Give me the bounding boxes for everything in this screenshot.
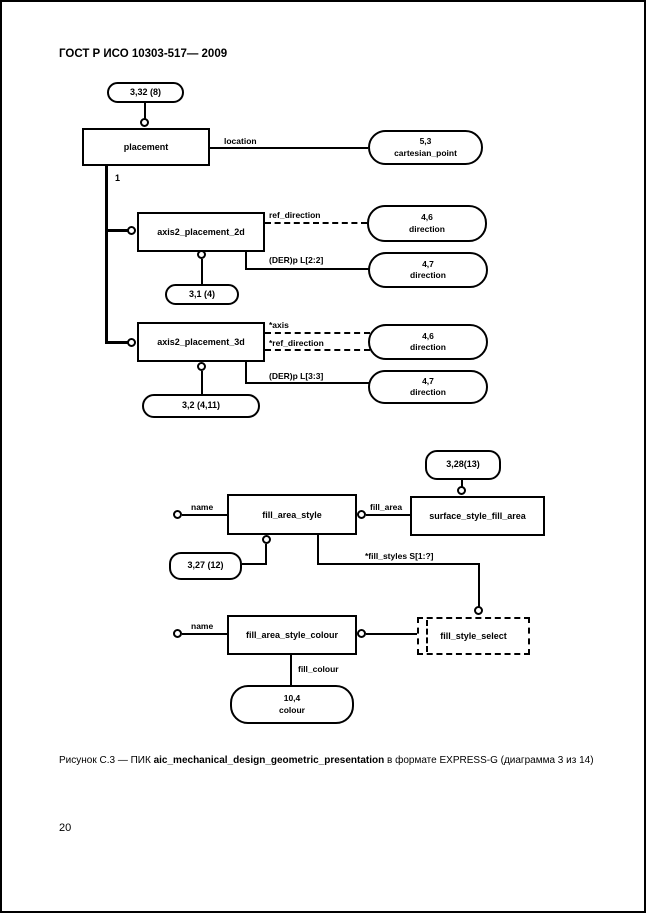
- connector-circle: [197, 362, 206, 371]
- page-ref-3-32-8: 3,32 (8): [107, 82, 184, 103]
- ref-page-number: 4,7: [422, 375, 434, 386]
- attr-label-location: location: [224, 136, 257, 146]
- ref-entity-name: direction: [410, 387, 446, 397]
- page-ref-3-28-13: 3,28(13): [425, 450, 501, 480]
- caption-suffix: в формате EXPRESS-G (диаграмма 3 из 14): [384, 755, 594, 766]
- connector-line: [265, 544, 267, 565]
- ref-page-number: 10,4: [283, 693, 301, 704]
- attr-line-name: [182, 633, 227, 635]
- connector-circle: [474, 606, 483, 615]
- attr-line-fill-colour: [290, 655, 292, 685]
- ref-page-number: 5,3: [419, 136, 432, 147]
- ref-entity-name: direction: [410, 270, 446, 280]
- ref-entity-name: direction: [409, 223, 445, 234]
- attr-label-fill-area: fill_area: [370, 502, 403, 512]
- connector-line: [242, 563, 267, 565]
- ref-page-number: 4,6: [422, 330, 434, 341]
- select-type-label: fill_style_select: [440, 631, 507, 641]
- optional-attr-line: [265, 349, 370, 351]
- attr-line-fill-styles: [317, 563, 480, 565]
- optional-attr-line: [265, 332, 370, 334]
- connector-line: [144, 102, 146, 119]
- attr-label-name: name: [191, 502, 214, 512]
- page-header: ГОСТ Р ИСО 10303-517— 2009: [59, 48, 228, 60]
- connector-circle: [127, 226, 136, 235]
- interschema-ref-direction: 4,7 direction: [368, 252, 488, 288]
- ref-page-number: 4,7: [422, 258, 434, 269]
- connector-circle: [357, 510, 366, 519]
- entity-axis2-placement-2d: axis2_placement_2d: [137, 212, 265, 252]
- interschema-ref-direction: 4,6 direction: [367, 205, 487, 242]
- page-ref-3-2-4-11: 3,2 (4,11): [142, 394, 260, 418]
- caption-entity-name: aic_mechanical_design_geometric_presenta…: [153, 755, 385, 766]
- supertype-line: [105, 166, 108, 344]
- caption-prefix: Рисунок С.3 — ПИК: [59, 755, 154, 766]
- connector-circle: [173, 510, 182, 519]
- connector-circle: [173, 629, 182, 638]
- connector-circle: [140, 118, 149, 127]
- attr-label-fill-styles: *fill_styles S[1:?]: [365, 551, 434, 561]
- ref-page-number: 4,6: [421, 212, 433, 223]
- select-type-inner-bar: [426, 620, 428, 652]
- attr-line-fill-area: [366, 514, 410, 516]
- connector-line: [461, 480, 463, 487]
- subtype-branch-line: [105, 229, 128, 232]
- entity-placement: placement: [82, 128, 210, 166]
- select-type-fill-style-select: fill_style_select: [417, 617, 530, 655]
- optional-attr-line: [265, 222, 367, 224]
- derived-attr-line: [245, 252, 247, 269]
- ref-entity-name: direction: [410, 342, 446, 352]
- entity-fill-area-style-colour: fill_area_style_colour: [227, 615, 357, 655]
- attr-label-fill-colour: fill_colour: [298, 664, 339, 674]
- connector-line: [201, 371, 203, 394]
- subtype-branch-line: [105, 341, 128, 344]
- derived-attr-line: [245, 268, 370, 270]
- attr-line-location: [210, 147, 368, 149]
- attr-label-ref-direction-3d: *ref_direction: [269, 338, 324, 348]
- connector-circle: [457, 486, 466, 495]
- interschema-ref-cartesian-point: 5,3 cartesian_point: [368, 130, 483, 165]
- attr-label-der-p-2d: (DER)p L[2:2]: [269, 255, 324, 265]
- connector-circle: [262, 535, 271, 544]
- derived-attr-line: [245, 362, 247, 383]
- attr-label-ref-direction: ref_direction: [269, 210, 321, 220]
- interschema-ref-direction: 4,7 direction: [368, 370, 488, 404]
- attr-line-fill-styles: [478, 565, 480, 608]
- connector-circle: [127, 338, 136, 347]
- ref-entity-name: colour: [279, 704, 305, 715]
- connector-circle: [357, 629, 366, 638]
- connector-circle: [197, 250, 206, 259]
- attr-line-fill-styles: [317, 535, 319, 565]
- attr-line-name: [182, 514, 227, 516]
- page-number: 20: [59, 822, 72, 834]
- ref-entity-name: cartesian_point: [394, 147, 457, 158]
- page-ref-3-1-4: 3,1 (4): [165, 284, 239, 305]
- entity-axis2-placement-3d: axis2_placement_3d: [137, 322, 265, 362]
- derived-attr-line: [245, 382, 370, 384]
- page-ref-3-27-12: 3,27 (12): [169, 552, 242, 580]
- interschema-ref-direction: 4,6 direction: [368, 324, 488, 360]
- select-member-line: [366, 633, 417, 635]
- entity-surface-style-fill-area: surface_style_fill_area: [410, 496, 545, 536]
- figure-caption: Рисунок С.3 — ПИК aic_mechanical_design_…: [59, 755, 594, 766]
- attr-label-axis: *axis: [269, 320, 289, 330]
- attr-label-der-p-3d: (DER)p L[3:3]: [269, 371, 324, 381]
- supertype-count-label: 1: [115, 173, 121, 183]
- connector-line: [201, 259, 203, 284]
- attr-label-name: name: [191, 621, 214, 631]
- interschema-ref-colour: 10,4 colour: [230, 685, 354, 724]
- entity-fill-area-style: fill_area_style: [227, 494, 357, 535]
